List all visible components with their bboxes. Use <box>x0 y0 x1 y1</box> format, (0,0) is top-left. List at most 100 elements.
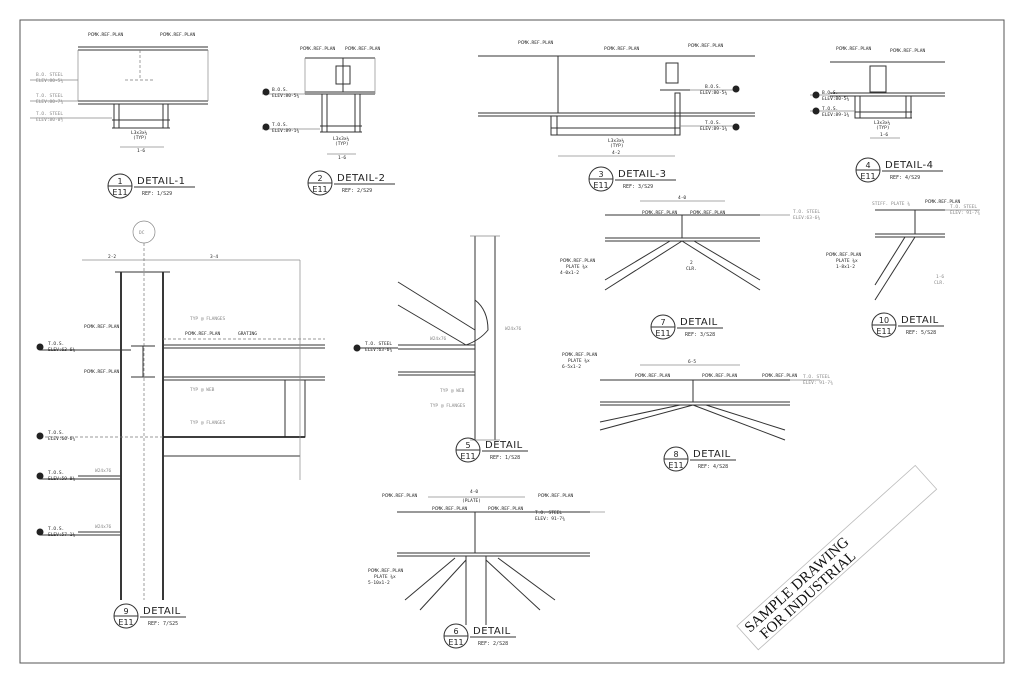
label-tos: T.O.S. <box>48 526 64 532</box>
label-typ: (TYP) <box>335 141 349 147</box>
detail-title-4: 4 E11 DETAIL-4 REF: 4/S29 <box>855 157 943 183</box>
label-elev: ELEV:60-6¾ <box>48 436 75 442</box>
label-plate: PLATE ⅜x <box>836 257 858 264</box>
detail-9-drawing: DC 2-2 3-4 T.O.S. ELEV:63-6¾ T.O.S. ELEV… <box>36 220 325 600</box>
sheet-number: E11 <box>655 329 670 338</box>
label-elev: ELEV:80-5¼ <box>822 96 849 102</box>
detail-title-5: 5 E11 DETAIL REF: 1/S28 <box>455 437 528 463</box>
detail-title-3: 3 E11 DETAIL-3 REF: 3/S29 <box>588 166 676 192</box>
label-elev: ELEV:80-7¾ <box>36 99 63 105</box>
sheet-number: E11 <box>593 181 608 190</box>
label-pcmk: PCMK.REF.PLAN <box>925 199 961 205</box>
label-member: W24x76 <box>430 336 447 342</box>
label-typ: (TYP) <box>133 135 147 141</box>
label-dim: 1-6 <box>338 155 346 161</box>
label-pcmk: PCMK.REF.PLAN <box>432 506 468 512</box>
label-elev: ELEV:80-0½ <box>36 116 63 123</box>
detail-number: 8 <box>673 450 678 459</box>
label-dim: 4-2 <box>612 150 620 156</box>
detail-number: 3 <box>598 170 603 179</box>
label-angle: L3x3x¼ <box>608 138 625 144</box>
label-dim: 1-6 <box>880 132 888 138</box>
label-member: W24x76 <box>505 326 522 332</box>
detail-title: DETAIL <box>473 626 511 637</box>
label-pcmk: PCMK.REF.PLAN <box>160 32 196 38</box>
label-pcmk: PCMK.REF.PLAN <box>762 373 798 379</box>
label-dim: 6-5 <box>688 359 696 365</box>
sheet-number: E11 <box>860 172 875 181</box>
detail-number: 5 <box>465 441 470 450</box>
detail-10-drawing: PCMK.REF.PLAN STIFF. PLATE ⅜ T.O. STEEL … <box>826 199 980 301</box>
label-pcmk: PCMK.REF.PLAN <box>518 40 554 46</box>
label-elev: ELEV:63-6¾ <box>48 347 75 353</box>
detail-title-9: 9 E11 DETAIL REF: 7/S25 <box>113 603 186 629</box>
label-pcmk: PCMK.REF.PLAN <box>635 373 671 379</box>
sheet-border <box>19 19 1005 664</box>
detail-ref: REF: 2/S29 <box>342 188 372 194</box>
label-angle: L3x3x¼ <box>333 136 350 142</box>
detail-4-drawing: PCMK.REF.PLAN PCMK.REF.PLAN B.O.S. ELEV:… <box>810 46 945 139</box>
label-to-steel: T.O. STEEL <box>36 111 63 117</box>
detail-3-drawing: PCMK.REF.PLAN PCMK.REF.PLAN PCMK.REF.PLA… <box>478 40 755 157</box>
label-grating: GRATING <box>238 331 257 337</box>
label-typ: (TYP) <box>610 143 624 149</box>
label-plate: PLATE ⅜x <box>568 357 590 364</box>
label-plate-dim: 6-5x1-2 <box>562 364 581 370</box>
detail-ref: REF: 7/S25 <box>148 621 178 627</box>
detail-title: DETAIL <box>485 440 523 451</box>
sheet-number: E11 <box>460 452 475 461</box>
label-elev: ELEV:80-5¼ <box>36 78 63 84</box>
label-dim: 2-2 <box>108 254 116 260</box>
detail-ref: REF: 1/S29 <box>142 191 172 197</box>
label-pcmk: PCMK.REF.PLAN <box>642 210 678 216</box>
label-elev: ELEV:63-6¾ <box>793 215 820 221</box>
detail-title: DETAIL-2 <box>337 173 386 184</box>
label-elev: ELEV:57-1¾ <box>48 532 75 538</box>
detail-title: DETAIL-1 <box>137 176 186 187</box>
label-pcmk: PCMK.REF.PLAN <box>836 46 872 52</box>
label-to-steel: T.O. STEEL <box>535 510 562 516</box>
label-to-steel: T.O. STEEL <box>36 93 63 99</box>
detail-1-drawing: PCMK.REF.PLAN PCMK.REF.PLAN B.O. STEEL E… <box>30 32 209 154</box>
label-member: W24x76 <box>95 468 112 474</box>
detail-number: 7 <box>660 318 665 327</box>
label-pcmk: PCMK.REF.PLAN <box>345 46 381 52</box>
detail-number: 4 <box>865 161 870 170</box>
detail-number: 10 <box>879 316 889 325</box>
label-pcmk: PCMK.REF.PLAN <box>382 493 418 499</box>
label-stiff-plate: STIFF. PLATE ⅜ <box>872 200 910 207</box>
detail-ref: REF: 5/S28 <box>906 330 936 336</box>
label-elev: ELEV: 91-7¾ <box>803 380 833 386</box>
label-pcmk: PCMK.REF.PLAN <box>538 493 574 499</box>
detail-ref: REF: 2/S28 <box>478 641 508 647</box>
detail-title: DETAIL <box>901 315 939 326</box>
sheet-number: E11 <box>118 618 133 627</box>
detail-title: DETAIL-3 <box>618 169 667 180</box>
label-pcmk: PCMK.REF.PLAN <box>560 258 596 264</box>
label-tos: T.O.S. <box>48 341 64 347</box>
detail-title-10: 10 E11 DETAIL REF: 5/S28 <box>871 312 944 338</box>
sheet-number: E11 <box>312 185 327 194</box>
label-dim: 1-6 <box>936 274 944 280</box>
label-dim: 2 <box>690 260 693 266</box>
label-to-steel: T.O. STEEL <box>365 341 392 347</box>
label-pcmk: PCMK.REF.PLAN <box>88 32 124 38</box>
label-pcmk: PCMK.REF.PLAN <box>890 48 926 54</box>
watermark-line-1: SAMPLE DRAWING <box>742 534 853 636</box>
label-pcmk: PCMK.REF.PLAN <box>688 43 724 49</box>
label-elev: ELEV:89-1¾ <box>272 128 299 134</box>
label-bos: B.O.S. <box>705 84 721 90</box>
label-plate-dim: 1-8x1-2 <box>836 264 855 270</box>
detail-ref: REF: 3/S29 <box>623 184 653 190</box>
label-dim: 4-0 <box>470 489 478 495</box>
label-elev: ELEV:89-1¾ <box>822 112 849 118</box>
label-pcmk: PCMK.REF.PLAN <box>185 331 221 337</box>
label-bos: B.O.S. <box>822 90 838 96</box>
label-pcmk: PCMK.REF.PLAN <box>300 46 336 52</box>
label-to-steel: T.O. STEEL <box>793 209 820 215</box>
label-dim: 4-0 <box>678 195 686 201</box>
detail-ref: REF: 4/S29 <box>890 175 920 181</box>
detail-8-drawing: 6-5 PCMK.REF.PLAN PCMK.REF.PLAN PCMK.REF… <box>562 352 833 441</box>
sheet-number: E11 <box>668 461 683 470</box>
